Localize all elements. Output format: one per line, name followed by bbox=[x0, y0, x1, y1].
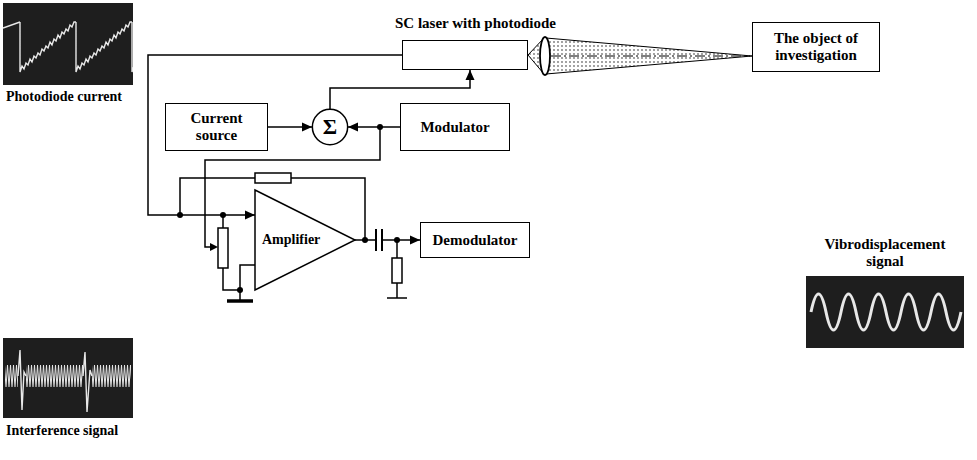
trace bbox=[20, 22, 76, 72]
arrow-head bbox=[302, 123, 312, 132]
laser-box: SC laser with photodiode bbox=[402, 40, 528, 70]
arrow-head bbox=[410, 236, 420, 245]
wire bbox=[396, 283, 398, 298]
amplifier-triangle-shape bbox=[255, 190, 355, 290]
node-text: Amplifier bbox=[262, 232, 320, 248]
box-heading: SC laser with photodiode bbox=[395, 15, 556, 32]
signal-label: Interference signal bbox=[6, 423, 118, 439]
node-text: The object of investigation bbox=[759, 30, 873, 64]
wire bbox=[240, 265, 255, 300]
signal-label: Photodiode current bbox=[6, 89, 122, 105]
ground-symbol bbox=[387, 297, 407, 299]
laser-beam bbox=[528, 37, 752, 75]
summator-circle-shape bbox=[312, 109, 347, 144]
signal-connector bbox=[355, 236, 420, 245]
trace bbox=[92, 365, 131, 387]
trace bbox=[18, 350, 26, 410]
optical-axis bbox=[551, 56, 750, 57]
screen bbox=[806, 276, 964, 348]
ground-symbol bbox=[227, 299, 253, 303]
node-text: Modulator bbox=[420, 119, 489, 136]
process-box: Current source bbox=[165, 103, 268, 151]
node-text: Σ bbox=[323, 115, 337, 140]
arrow-head bbox=[245, 211, 255, 220]
signal-connector bbox=[268, 123, 312, 132]
potentiometer-symbol bbox=[218, 228, 228, 268]
capacitor-gap bbox=[377, 234, 381, 246]
connector-line bbox=[148, 55, 402, 215]
screen bbox=[3, 3, 133, 85]
vibro-oscillogram bbox=[806, 276, 964, 348]
wiper-arrow bbox=[210, 243, 218, 251]
trace bbox=[76, 22, 132, 72]
lens bbox=[540, 37, 550, 75]
process-box: Demodulator bbox=[420, 222, 530, 258]
resistor-symbol bbox=[392, 258, 402, 283]
trace bbox=[83, 352, 92, 412]
signal-connector bbox=[148, 55, 402, 220]
trace bbox=[811, 294, 961, 330]
trace bbox=[26, 365, 83, 387]
capacitor-symbol bbox=[381, 229, 383, 251]
trace bbox=[5, 365, 18, 387]
summator-circle: Σ bbox=[312, 109, 348, 145]
capacitor-symbol bbox=[375, 229, 377, 251]
interference-oscillogram bbox=[3, 338, 133, 418]
object-box: The object of investigation bbox=[752, 22, 880, 72]
signal-connector bbox=[348, 123, 400, 132]
amplifier-triangle: Amplifier bbox=[255, 190, 355, 290]
arrow-head bbox=[466, 70, 475, 80]
junction-dot bbox=[237, 287, 243, 293]
output-wires bbox=[387, 240, 407, 298]
photodiode-oscillogram bbox=[3, 3, 188, 85]
resistor-symbol bbox=[255, 173, 291, 183]
trace bbox=[3, 22, 20, 28]
screen bbox=[3, 338, 133, 418]
process-box: Modulator bbox=[400, 103, 510, 151]
node-text: Current source bbox=[172, 110, 261, 144]
beam-cone bbox=[546, 38, 752, 74]
node-text: Demodulator bbox=[433, 232, 518, 249]
trace bbox=[132, 22, 133, 72]
signal-label: Vibrodisplacement signal bbox=[806, 236, 964, 271]
arrow-head bbox=[348, 123, 358, 132]
wire bbox=[223, 268, 240, 290]
